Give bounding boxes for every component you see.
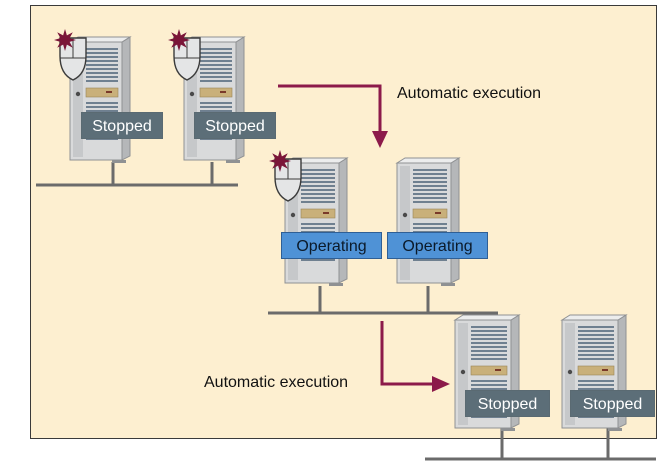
server-status-label: Operating [387, 232, 488, 259]
arrow-icon [380, 321, 450, 392]
server-icon [269, 150, 349, 286]
failure-shield-icon [168, 29, 201, 81]
network-line [425, 428, 656, 461]
failure-shield-icon [54, 29, 87, 81]
arrow-icon [278, 84, 388, 148]
network-line [36, 162, 238, 187]
server-status-label: Operating [281, 232, 382, 259]
server-status-label: Stopped [81, 112, 163, 139]
server-icon [54, 29, 132, 163]
server-icon [168, 29, 246, 163]
arrow-caption: Automatic execution [397, 85, 542, 102]
server-status-label: Stopped [570, 390, 655, 417]
server-icon [395, 157, 461, 286]
server-status-label: Stopped [194, 112, 276, 139]
server-status-label: Stopped [465, 390, 550, 417]
network-line [268, 286, 498, 315]
arrow-caption: Automatic execution [204, 374, 349, 391]
failure-shield-icon [269, 150, 302, 202]
